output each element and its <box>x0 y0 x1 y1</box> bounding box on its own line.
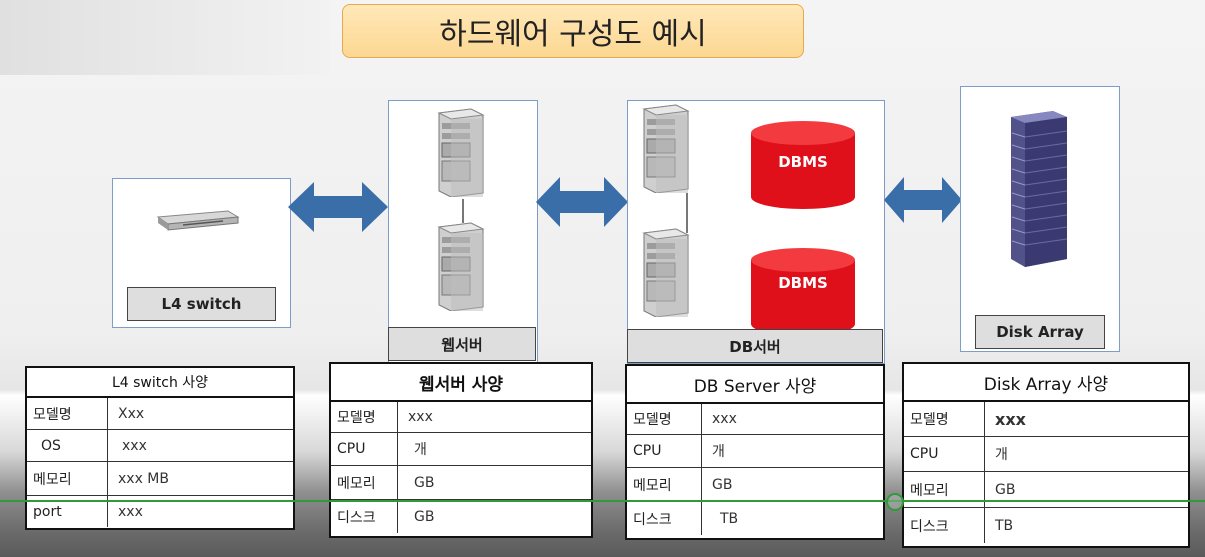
spec-key: CPU <box>331 433 398 465</box>
l4-switch-spec-table: L4 switch 사양 모델명 Xxx OS xxx 메모리 xxx MB p… <box>25 366 295 530</box>
spec-key: 디스크 <box>904 508 985 543</box>
spec-value: xxx <box>712 411 737 427</box>
spec-row: CPU 개 <box>627 435 883 468</box>
server-tower-icon <box>437 108 485 197</box>
background-panel <box>0 0 330 75</box>
spec-value: xxx <box>408 409 433 425</box>
spec-key: 디스크 <box>627 502 702 535</box>
spec-table-title: Disk Array 사양 <box>904 364 1188 402</box>
spec-value: GB <box>414 474 435 491</box>
spec-row: 디스크 TB <box>904 508 1188 543</box>
spec-key: 메모리 <box>627 468 702 501</box>
dbms-cylinder: DBMS <box>748 119 858 211</box>
spec-table-title: DB Server 사양 <box>627 366 883 404</box>
spec-value: TB <box>720 510 739 527</box>
spec-row: CPU 개 <box>331 433 591 466</box>
spec-table-title: L4 switch 사양 <box>27 368 293 398</box>
spec-row: 메모리 GB <box>904 472 1188 508</box>
disk-array-label: Disk Array <box>975 315 1105 349</box>
spec-value: 개 <box>995 447 1008 463</box>
spec-value: xxx MB <box>118 470 169 487</box>
l4-switch-node: L4 switch <box>112 178 291 328</box>
disk-array-icon <box>1011 111 1068 267</box>
db-server-node: DBMS DBMS DB서버 <box>627 100 885 364</box>
spec-value: xxx <box>118 503 143 520</box>
spec-key: 모델명 <box>904 402 985 436</box>
spec-row: 메모리 xxx MB <box>27 462 293 496</box>
spec-value: GB <box>995 481 1016 498</box>
spec-value: TB <box>995 517 1014 534</box>
dbms-label: DBMS <box>778 153 828 171</box>
overlay-guide-line <box>0 500 1205 502</box>
disk-array-spec-table: Disk Array 사양 모델명 xxx CPU 개 메모리 GB 디스크 T… <box>902 362 1190 548</box>
overlay-handle[interactable] <box>886 493 904 511</box>
database-icon <box>751 121 855 209</box>
spec-key: 모델명 <box>331 402 398 432</box>
spec-row: CPU 개 <box>904 437 1188 472</box>
spec-row: 모델명 xxx <box>331 402 591 433</box>
server-link-line <box>462 199 464 223</box>
spec-row: 디스크 TB <box>627 502 883 535</box>
spec-value: xxx <box>122 437 147 454</box>
spec-row: 메모리 GB <box>331 466 591 500</box>
spec-row: 모델명 xxx <box>904 402 1188 437</box>
web-server-node: 웹서버 <box>388 100 538 364</box>
spec-row: 메모리 GB <box>627 468 883 502</box>
spec-row: 모델명 xxx <box>627 404 883 435</box>
spec-value: GB <box>712 476 733 493</box>
database-icon <box>751 248 855 336</box>
spec-key: 메모리 <box>27 462 108 495</box>
spec-key: 모델명 <box>27 398 108 429</box>
spec-row: OS xxx <box>27 430 293 462</box>
spec-row: port xxx <box>27 496 293 527</box>
spec-key: 디스크 <box>331 500 398 533</box>
spec-value: Xxx <box>118 405 145 422</box>
spec-key: 모델명 <box>627 404 702 434</box>
double-arrow-icon <box>884 177 962 223</box>
spec-table-title: 웹서버 사양 <box>331 364 591 402</box>
server-tower-icon <box>437 222 485 311</box>
server-tower-icon <box>642 228 690 317</box>
spec-key: CPU <box>627 435 702 467</box>
spec-value: 개 <box>414 442 427 458</box>
web-server-spec-table: 웹서버 사양 모델명 xxx CPU 개 메모리 GB 디스크 GB <box>329 362 593 538</box>
db-server-spec-table: DB Server 사양 모델명 xxx CPU 개 메모리 GB 디스크 TB <box>625 364 885 540</box>
server-link-line <box>686 193 688 233</box>
spec-value: GB <box>414 508 435 525</box>
l4-switch-label: L4 switch <box>127 287 276 321</box>
server-tower-icon <box>642 104 690 193</box>
spec-key: port <box>27 496 108 527</box>
diagram-title: 하드웨어 구성도 예시 <box>342 4 804 58</box>
double-arrow-icon <box>536 177 628 227</box>
db-server-label: DB서버 <box>627 329 883 363</box>
spec-key: 메모리 <box>331 466 398 499</box>
dbms-cylinder: DBMS <box>748 246 858 338</box>
double-arrow-icon <box>288 182 388 232</box>
disk-array-node: Disk Array <box>960 86 1120 352</box>
dbms-label: DBMS <box>778 274 828 292</box>
l4-switch-device-icon <box>156 210 240 231</box>
spec-key: OS <box>27 430 108 461</box>
spec-key: CPU <box>904 437 985 471</box>
spec-value: xxx <box>995 409 1026 429</box>
spec-key: 메모리 <box>904 472 985 507</box>
spec-value: 개 <box>712 444 725 460</box>
web-server-label: 웹서버 <box>388 327 536 361</box>
spec-row: 모델명 Xxx <box>27 398 293 430</box>
spec-row: 디스크 GB <box>331 500 591 533</box>
